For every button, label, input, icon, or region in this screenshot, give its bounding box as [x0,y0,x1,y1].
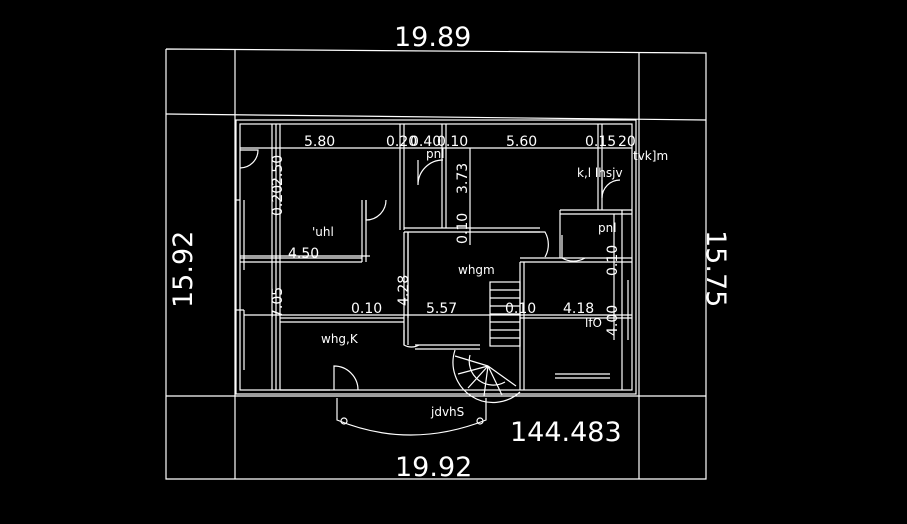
door-swing [601,179,621,199]
dim-label: 0.10 [605,245,621,276]
dim-label: 0.40 [410,134,441,150]
spiral-step [487,365,503,396]
room-label: pnl [598,221,617,235]
room-label: jdvhS [430,405,464,419]
dim-label: 4.28 [396,275,412,306]
dim-label: 2.50 [270,155,286,186]
building-walls [235,119,637,395]
dim-label: 3.73 [455,163,471,194]
outer-dim-right: 15.75 [700,230,731,307]
outer-dim-top: 19.89 [394,22,471,53]
room-label: k,l lhsjv [577,166,623,180]
spiral-step [483,365,489,397]
outer-dim-left: 15.92 [168,231,199,308]
dim-label: 4.50 [288,246,319,262]
door-swing [365,199,387,221]
spiral-step [467,365,489,389]
dim-label: 0.10 [505,301,536,317]
door-swing [239,149,259,169]
porch [336,398,487,436]
door-swing [561,235,586,262]
room-label: tvk]m [633,149,668,163]
dimension-lines [240,124,632,390]
dim-label: 4.18 [563,301,594,317]
door-swing [333,365,359,391]
building-outline [235,119,637,395]
doors [239,149,621,391]
dim-label: 0.20 [270,185,286,216]
porch-column [340,417,348,425]
dim-label: 0.10 [351,301,382,317]
room-label: whg,K [321,332,359,346]
spiral-step [487,365,517,387]
spiral-stair-inner [468,354,506,386]
spiral-step [457,365,489,375]
room-label: 'uhl [312,225,334,239]
door-swing [417,159,444,186]
dim-label: 0.10 [437,134,468,150]
dim-label: 20 [618,134,636,150]
dim-label: 0.20 [386,134,417,150]
plot-top-band-line [165,113,707,121]
area-label: 144.483 [510,417,622,448]
dim-label: 5.57 [426,301,457,317]
door-swing [520,231,549,258]
outer-dim-bottom: 19.92 [395,452,472,483]
dim-label: 5.80 [304,134,335,150]
door-swing [403,330,420,348]
room-label: pnl [426,147,445,161]
room-label: whgm [458,263,495,277]
dim-label: 5.60 [506,134,537,150]
porch-column [476,417,484,425]
windows [236,199,629,391]
room-labels: 'uhl whgm whg,K jdvhS pnl k,l lhsjv tvk]… [312,147,668,419]
room-label: lfO [585,316,602,330]
dim-label: 0.10 [455,213,471,244]
spiral-stair-outer [452,349,521,404]
plot-outline [165,48,707,480]
spiral-step [454,355,489,367]
building-inner-outline [239,123,633,391]
plot-boundary [165,48,707,480]
staircase [452,281,521,404]
dim-label: 0.15 [585,134,616,150]
outer-dimension-labels: 19.89 19.92 15.92 15.75 144.483 [168,22,731,483]
dim-label: 4.00 [605,305,621,336]
dim-label: 7.05 [270,287,286,318]
inner-dimension-labels: 5.80 0.20 0.40 0.10 5.60 0.15 20 0.20 2.… [270,134,636,336]
